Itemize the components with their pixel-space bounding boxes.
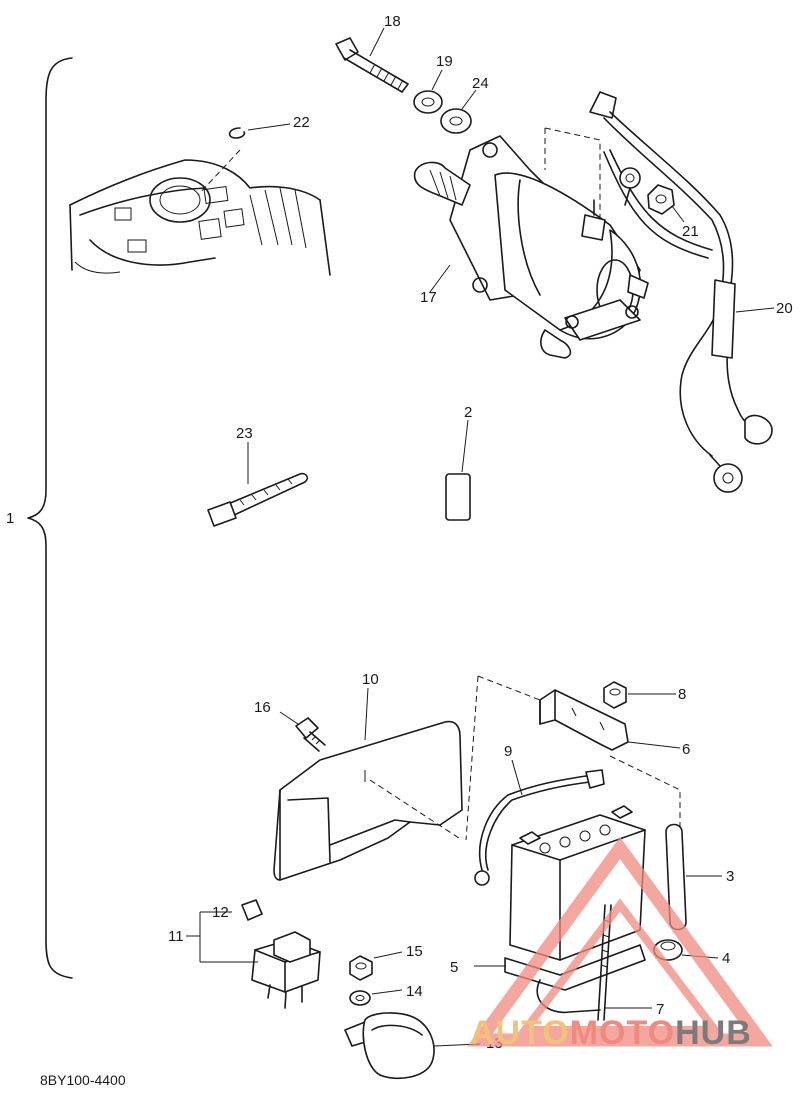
starter-cable <box>589 91 773 493</box>
callout-16: 16 <box>254 699 271 716</box>
washer <box>440 108 472 134</box>
battery-tray <box>504 944 646 991</box>
callout-19: 19 <box>436 53 453 70</box>
cable-tie <box>207 472 308 527</box>
callout-24: 24 <box>472 75 489 92</box>
callout-1: 1 <box>6 510 14 527</box>
terminal-ring <box>619 167 641 206</box>
watermark-part-auto: AUTO <box>470 1014 570 1052</box>
callout-8: 8 <box>678 686 686 703</box>
callout-18: 18 <box>384 13 401 30</box>
cover-bolt <box>295 717 326 752</box>
callout-3: 3 <box>726 868 734 885</box>
starter-relay <box>251 931 321 1009</box>
callout-11: 11 <box>168 928 184 945</box>
starter-motor <box>413 127 649 359</box>
callout-15: 15 <box>406 943 423 960</box>
callout-17: 17 <box>420 289 437 306</box>
group-brace <box>27 57 73 979</box>
callout-5: 5 <box>450 959 458 976</box>
lock-washer <box>413 90 443 114</box>
nut <box>647 184 675 215</box>
callout-14: 14 <box>406 983 423 1000</box>
callout-22: 22 <box>293 114 310 131</box>
battery-lead <box>474 769 605 886</box>
relay-washer <box>349 990 371 1006</box>
callout-10: 10 <box>362 671 379 688</box>
callout-2: 2 <box>464 404 472 421</box>
battery-bracket <box>539 689 629 751</box>
callout-4: 4 <box>722 950 730 967</box>
callout-9: 9 <box>504 743 512 760</box>
battery-cover <box>273 720 463 881</box>
callout-12: 12 <box>212 904 229 921</box>
callout-21: 21 <box>682 223 699 240</box>
pad <box>445 473 471 521</box>
bracket-nut <box>603 681 627 709</box>
watermark-part-hub: HUB <box>675 1014 752 1052</box>
relay-nut <box>349 955 373 981</box>
engine-housing <box>69 149 331 276</box>
watermark-part-moto: MOTO <box>569 1014 676 1052</box>
watermark-logo <box>467 836 773 1047</box>
clip <box>228 127 246 139</box>
callout-23: 23 <box>236 425 253 442</box>
relay-cover <box>344 1012 435 1080</box>
callout-20: 20 <box>776 300 793 317</box>
bolt <box>335 37 409 93</box>
fuse <box>241 899 263 921</box>
battery <box>509 805 646 961</box>
callout-6: 6 <box>682 741 690 758</box>
watermark-text: AUTOMOTOHUB <box>470 1014 752 1053</box>
diagram-code: 8BY100-4400 <box>40 1072 126 1088</box>
callout-7: 7 <box>656 1001 664 1018</box>
